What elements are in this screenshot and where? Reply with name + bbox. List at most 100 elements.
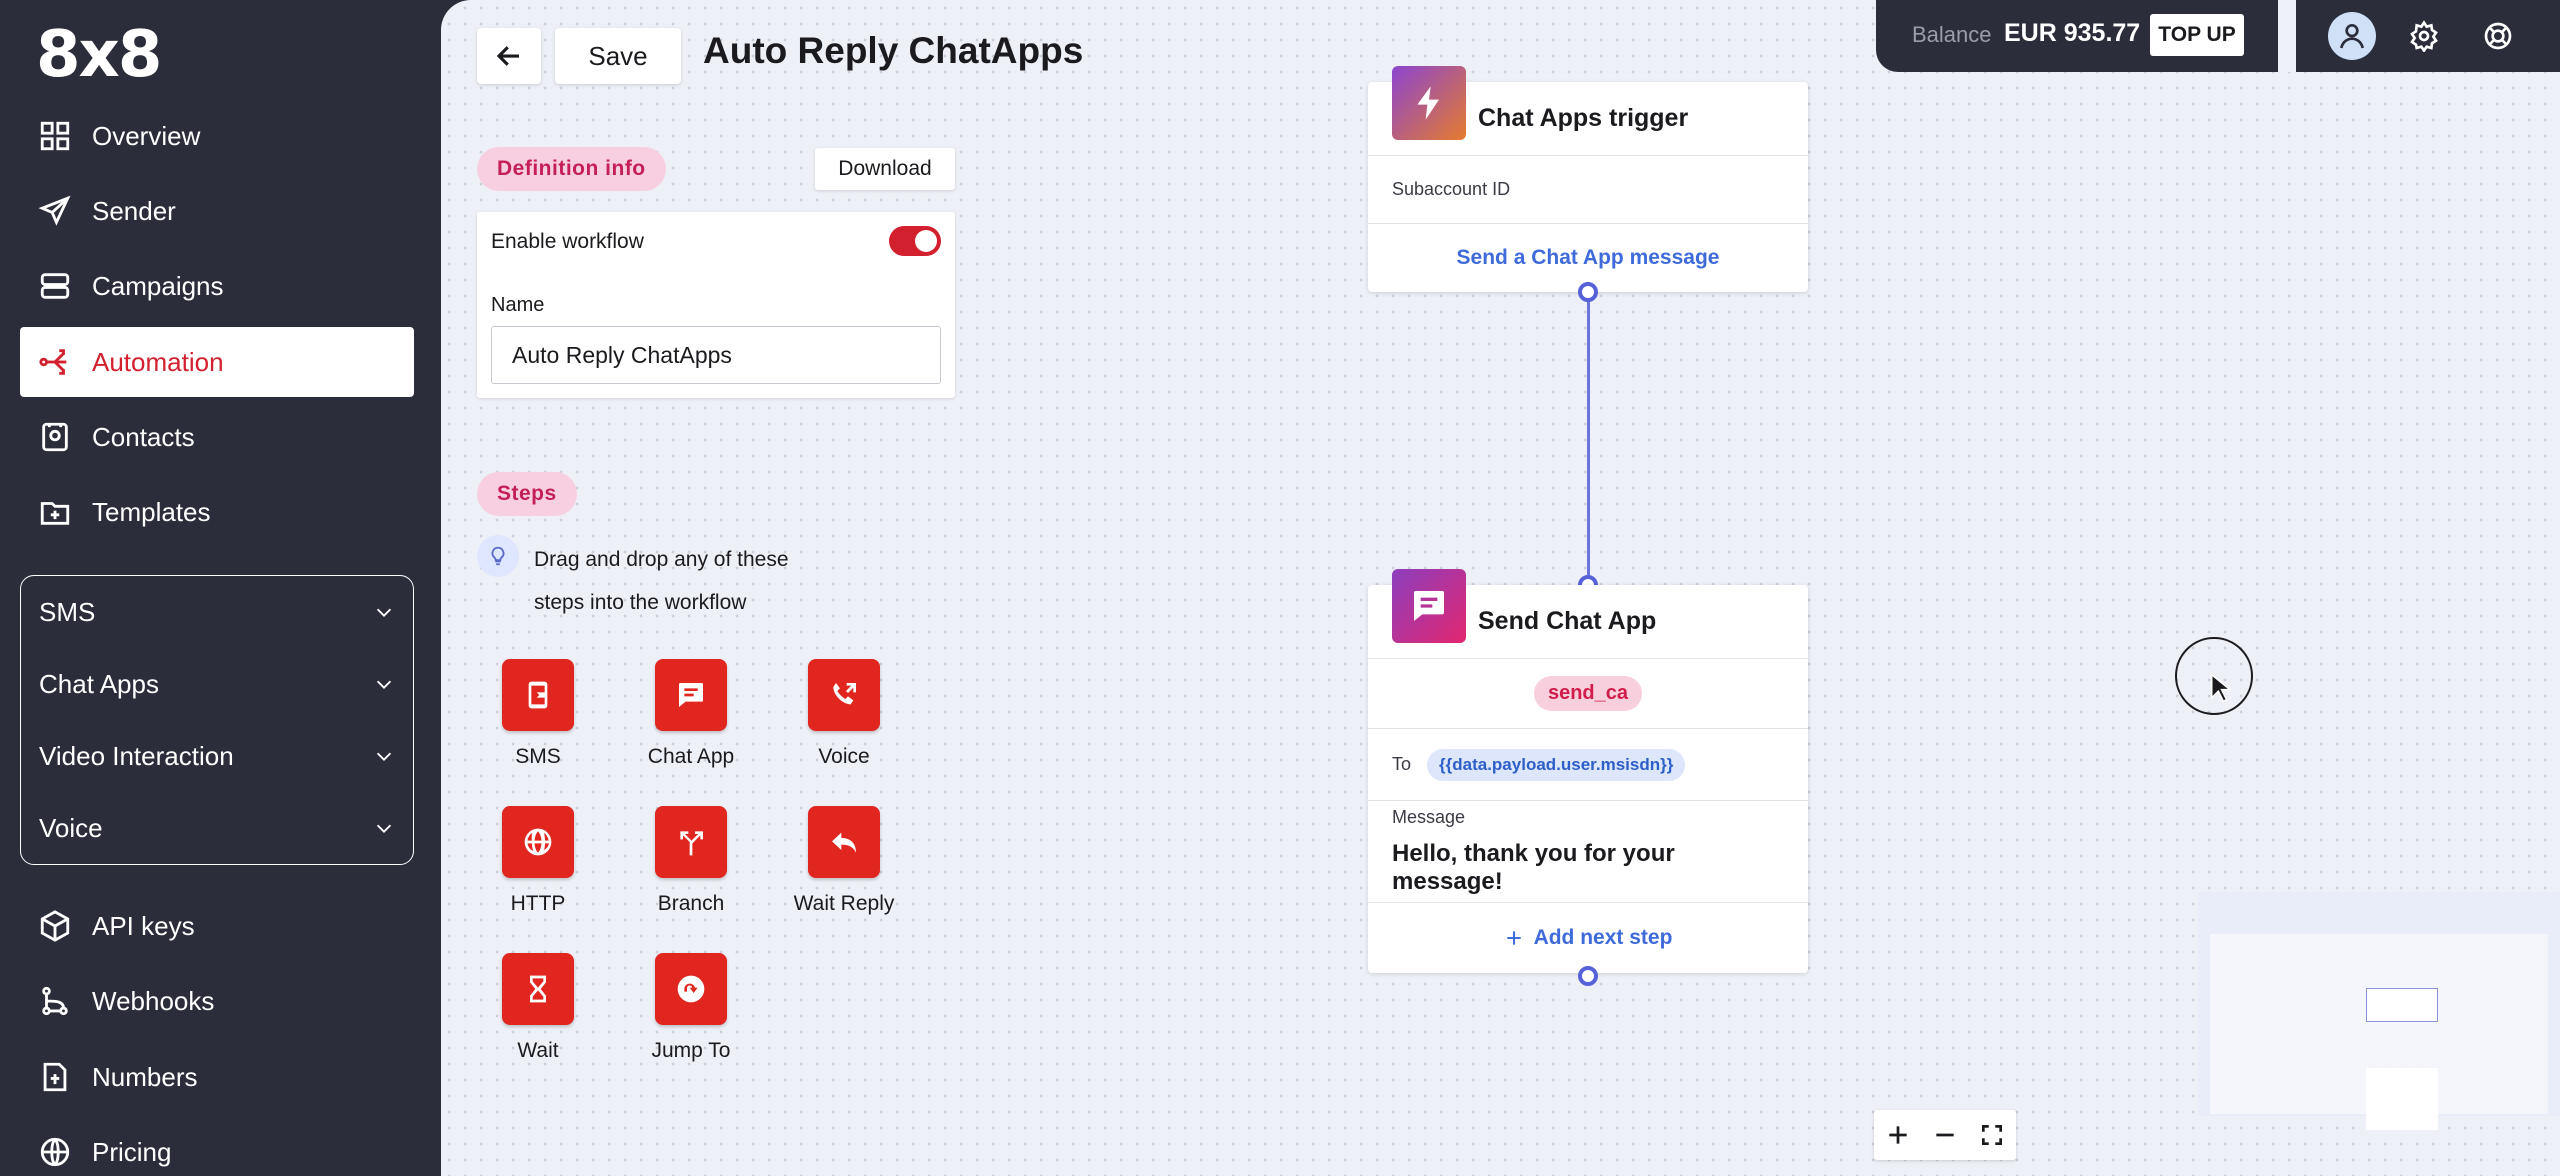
step-branch[interactable]: Branch: [636, 806, 746, 916]
branch-icon: [680, 831, 703, 856]
sidebar-channel-group: SMS Chat Apps Video Interaction Voice: [20, 575, 414, 865]
user-profile-button[interactable]: [2328, 12, 2376, 60]
settings-button[interactable]: [2400, 12, 2448, 60]
top-up-button[interactable]: TOP UP: [2150, 14, 2244, 56]
account-topbar: Balance EUR 935.77 TOP UP: [1876, 0, 2560, 72]
fullscreen-icon: [1982, 1124, 2003, 1146]
sidebar-item-label: API keys: [92, 910, 195, 941]
flow-icon: [39, 349, 67, 375]
step-id-badge: send_ca: [1533, 676, 1643, 711]
chevron-down-icon: [376, 752, 392, 761]
download-button[interactable]: Download: [815, 148, 955, 190]
step-jump-to[interactable]: Jump To: [636, 953, 746, 1063]
sidebar-item-label: Templates: [92, 496, 211, 527]
name-label: Name: [491, 294, 545, 316]
pointer-icon: [2210, 673, 2231, 703]
name-field[interactable]: [491, 326, 941, 384]
definition-info-label: Definition info: [477, 147, 666, 191]
minimap-node: [2366, 988, 2438, 1022]
message-label: Message: [1392, 807, 1466, 827]
balance-label: Balance: [1912, 22, 1992, 47]
trigger-node[interactable]: Chat Apps trigger Subaccount ID Send a C…: [1368, 66, 1808, 292]
grid-icon: [40, 121, 70, 151]
zoom-out-button[interactable]: [1928, 1118, 1962, 1152]
sidebar-item-label: Contacts: [92, 421, 195, 452]
minus-icon: [1936, 1133, 1954, 1137]
sidebar-group-video-interaction[interactable]: Video Interaction: [21, 720, 413, 792]
trigger-title: Chat Apps trigger: [1478, 104, 1689, 132]
balance-value: EUR 935.77: [2004, 19, 2141, 47]
lifebuoy-icon: [2484, 22, 2512, 50]
sidebar-item-automation[interactable]: Automation: [20, 327, 414, 397]
send-output-handle[interactable]: [1578, 966, 1598, 986]
step-label: Jump To: [651, 1039, 731, 1062]
sidebar-item-api-keys[interactable]: API keys: [20, 891, 414, 961]
send-chat-app-message-link[interactable]: Send a Chat App message: [1456, 246, 1720, 269]
number-icon: [43, 1062, 67, 1092]
sidebar-item-pricing[interactable]: Pricing: [20, 1117, 414, 1176]
save-button[interactable]: Save: [555, 28, 681, 84]
step-http[interactable]: HTTP: [483, 806, 593, 916]
sidebar-item-label: Webhooks: [92, 985, 215, 1016]
stack-icon: [40, 273, 70, 299]
workflow-connector: [1587, 292, 1590, 584]
sidebar-item-sender[interactable]: Sender: [20, 176, 414, 246]
globe-icon: [40, 1137, 70, 1167]
steps-hint: Drag and drop any of these steps into th…: [534, 548, 789, 614]
help-button[interactable]: [2474, 12, 2522, 60]
sidebar-item-campaigns[interactable]: Campaigns: [20, 251, 414, 321]
sidebar: 8x8 Overview Sender Campaigns Automation…: [0, 0, 441, 1176]
step-chat-app[interactable]: Chat App: [636, 659, 746, 769]
fit-view-button[interactable]: [1975, 1118, 2009, 1152]
sidebar-item-webhooks[interactable]: Webhooks: [20, 966, 414, 1036]
arrow-left-icon: [496, 46, 519, 66]
enable-workflow-toggle[interactable]: [889, 226, 941, 256]
add-next-step-button[interactable]: Add next step: [1368, 903, 1808, 973]
step-label: Voice: [818, 745, 870, 768]
step-wait[interactable]: Wait: [483, 953, 593, 1063]
template-icon: [40, 502, 70, 525]
chevron-down-icon: [376, 824, 392, 833]
sidebar-item-contacts[interactable]: Contacts: [20, 402, 414, 472]
brand-logo[interactable]: 8x8: [36, 18, 162, 92]
to-label: To: [1392, 754, 1412, 774]
sidebar-group-voice[interactable]: Voice: [21, 792, 413, 864]
cursor-indicator: [2175, 637, 2253, 715]
sidebar-group-sms[interactable]: SMS: [21, 576, 413, 648]
sidebar-item-numbers[interactable]: Numbers: [20, 1042, 414, 1112]
gear-icon: [2410, 20, 2438, 52]
key-icon: [40, 910, 70, 942]
contact-icon: [42, 422, 68, 452]
back-button[interactable]: [477, 28, 541, 84]
sidebar-item-templates[interactable]: Templates: [20, 477, 414, 547]
step-label: Branch: [657, 892, 725, 915]
zoom-controls: [1874, 1110, 2016, 1160]
chat-icon: [1392, 569, 1466, 643]
lightbulb-icon: [477, 535, 519, 577]
plus-icon: [1506, 931, 1521, 945]
trigger-output-handle[interactable]: [1578, 282, 1598, 302]
subaccount-field: Subaccount ID: [1368, 156, 1808, 224]
step-sms[interactable]: SMS: [483, 659, 593, 769]
step-label: HTTP: [510, 892, 566, 915]
sidebar-group-label: Voice: [39, 812, 103, 843]
step-label: SMS: [515, 745, 561, 768]
sidebar-item-label: Overview: [92, 120, 201, 151]
sidebar-group-label: Chat Apps: [39, 668, 159, 699]
sms-icon: [528, 681, 548, 709]
step-wait-reply[interactable]: Wait Reply: [789, 806, 899, 916]
minimap[interactable]: [2198, 892, 2560, 1130]
zoom-in-button[interactable]: [1881, 1118, 1915, 1152]
workflow-canvas[interactable]: Save Auto Reply ChatApps Definition info…: [441, 0, 2560, 1176]
sidebar-item-overview[interactable]: Overview: [20, 101, 414, 171]
sidebar-item-label: Campaigns: [92, 270, 224, 301]
send-chat-app-node[interactable]: Send Chat App send_ca To {{data.payload.…: [1368, 569, 1808, 973]
definition-card: Enable workflow Name: [477, 212, 955, 398]
to-value-badge: {{data.payload.user.msisdn}}: [1427, 748, 1686, 781]
message-value: Hello, thank you for your message!: [1392, 840, 1675, 895]
sidebar-group-chat-apps[interactable]: Chat Apps: [21, 648, 413, 720]
plus-icon: [1888, 1126, 1907, 1144]
sidebar-group-label: SMS: [39, 596, 96, 627]
globe-icon: [524, 828, 552, 856]
step-voice[interactable]: Voice: [789, 659, 899, 769]
